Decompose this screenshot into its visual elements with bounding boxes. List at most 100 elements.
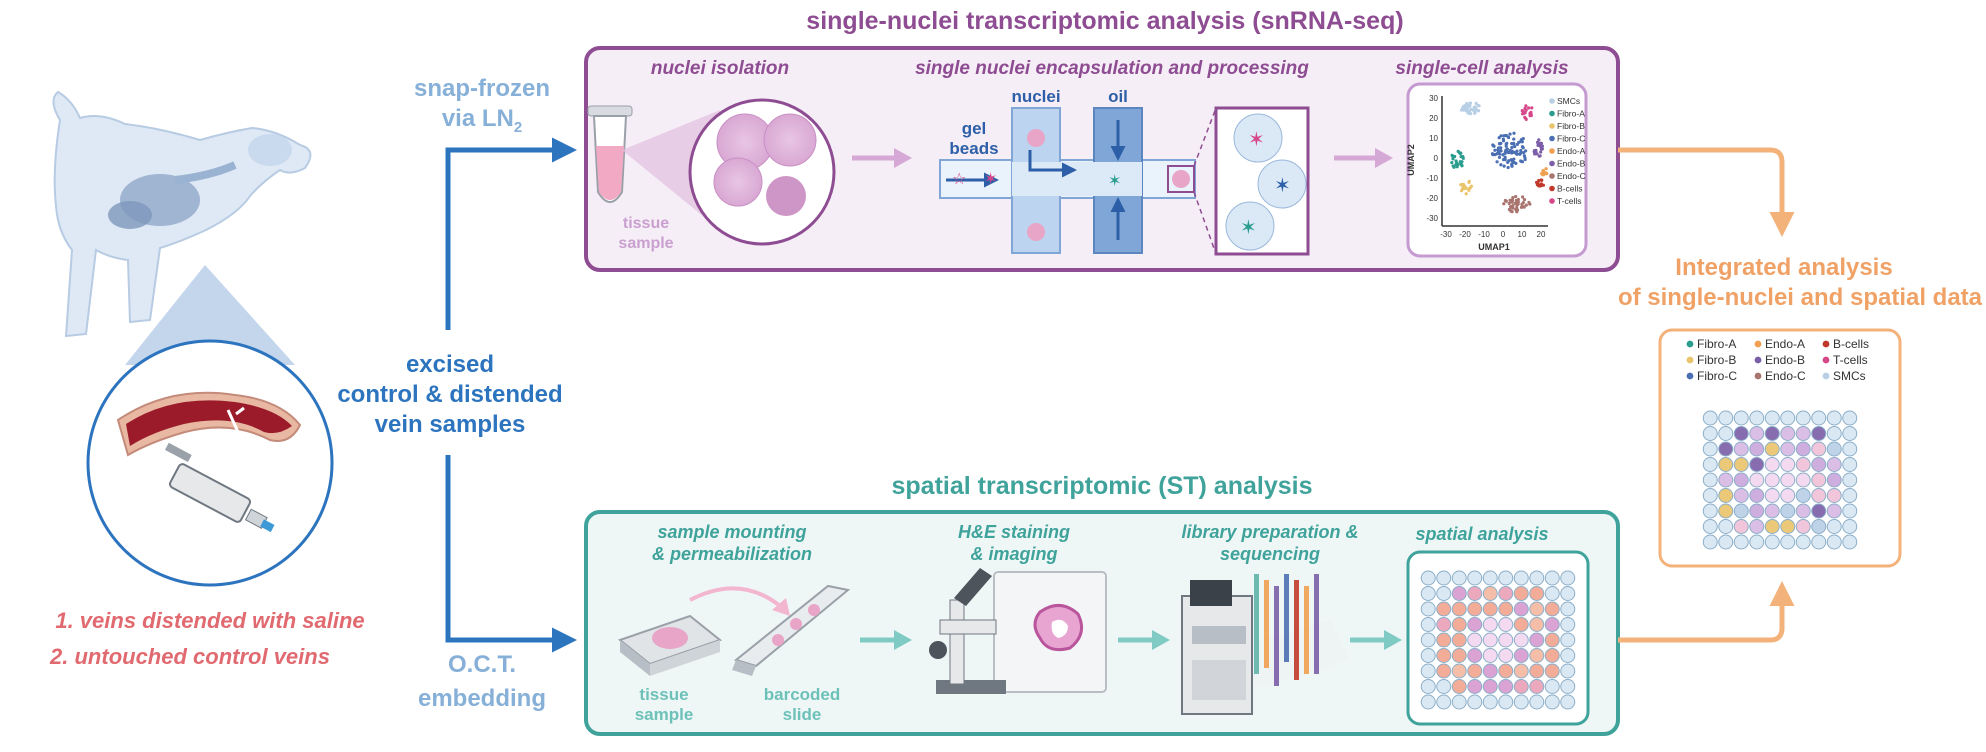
umap-point	[1450, 160, 1454, 165]
umap-legend-label: Fibro-A	[1557, 109, 1585, 119]
umap-point	[1521, 136, 1525, 141]
spatial-spot	[1795, 488, 1811, 503]
spatial-spot	[1451, 617, 1467, 632]
integrated-legend-label: SMCs	[1833, 369, 1866, 383]
spatial-spot	[1420, 586, 1436, 601]
tube-icon	[587, 105, 633, 203]
microscope-icon	[929, 568, 1107, 694]
st-step-he-1: H&E staining	[958, 522, 1070, 542]
umap-points	[1450, 101, 1549, 214]
snrna-step-encapsulation: single nuclei encapsulation and processi…	[915, 58, 1309, 79]
spatial-spot	[1733, 488, 1749, 503]
umap-point	[1520, 112, 1525, 116]
umap-point	[1540, 178, 1544, 182]
spatial-spot	[1513, 663, 1529, 679]
umap-y-tick: -30	[1426, 214, 1438, 223]
st-step-mounting-1: sample mounting	[657, 522, 806, 542]
umap-legend-dot	[1549, 173, 1555, 179]
umap-point	[1506, 165, 1510, 170]
spatial-spot	[1764, 457, 1780, 472]
spatial-spot	[1436, 570, 1452, 586]
slide-label-2: slide	[783, 705, 822, 724]
spatial-spot	[1811, 519, 1827, 534]
umap-point	[1515, 205, 1519, 209]
spatial-spot	[1702, 488, 1718, 503]
umap-point	[1464, 192, 1468, 196]
spatial-spot	[1498, 601, 1514, 617]
spatial-spot	[1842, 503, 1858, 519]
spatial-spot	[1702, 457, 1718, 472]
umap-point	[1493, 148, 1497, 152]
umap-point	[1510, 145, 1514, 150]
spatial-spot	[1436, 679, 1452, 694]
umap-point	[1507, 135, 1511, 140]
spatial-spot	[1451, 663, 1467, 679]
umap-x-tick: -30	[1440, 230, 1452, 239]
umap-point	[1476, 103, 1480, 108]
spatial-spot	[1467, 694, 1483, 710]
integrated-legend-label: T-cells	[1833, 353, 1868, 367]
umap-point	[1501, 153, 1505, 157]
umap-x-tick: -10	[1478, 230, 1490, 239]
excised-label-1: excised	[406, 351, 494, 378]
integrated-legend-dot	[1754, 356, 1762, 364]
umap-point	[1473, 110, 1477, 114]
umap-x-tick: -20	[1459, 230, 1471, 239]
spatial-spot	[1718, 457, 1734, 472]
spatial-spot	[1780, 426, 1796, 441]
spatial-spot	[1436, 617, 1452, 632]
umap-point	[1511, 195, 1515, 200]
spatial-spot	[1842, 472, 1858, 488]
spatial-spot	[1811, 503, 1827, 519]
umap-x-tick: 20	[1537, 230, 1546, 239]
sequencing-read	[1254, 574, 1259, 674]
umap-point	[1510, 198, 1515, 202]
spatial-spot	[1811, 457, 1827, 472]
spatial-spot	[1529, 648, 1545, 663]
umap-point	[1496, 148, 1500, 152]
spatial-spot	[1420, 648, 1436, 663]
umap-point	[1476, 109, 1481, 113]
spatial-spot	[1560, 648, 1576, 663]
umap-y-tick: -10	[1426, 174, 1438, 183]
umap-point	[1523, 111, 1527, 115]
umap-point	[1512, 157, 1516, 161]
spatial-spot	[1733, 457, 1749, 472]
umap-point	[1501, 139, 1506, 143]
umap-point	[1512, 131, 1516, 135]
umap-point	[1514, 161, 1518, 165]
spatial-spot	[1780, 488, 1796, 503]
st-step-he-2: & imaging	[970, 544, 1057, 564]
spatial-spot	[1795, 457, 1811, 472]
branch-connectors	[445, 137, 577, 653]
umap-point	[1538, 141, 1542, 145]
umap-point	[1508, 198, 1512, 202]
spatial-spot	[1467, 679, 1483, 694]
spatial-spot	[1498, 679, 1514, 694]
sequencing-read	[1314, 574, 1319, 674]
umap-point	[1537, 138, 1541, 142]
umap-point	[1538, 154, 1542, 158]
spatial-spot	[1795, 426, 1811, 441]
spatial-spot	[1826, 534, 1842, 550]
umap-point	[1527, 200, 1531, 205]
spatial-spot	[1718, 410, 1734, 426]
umap-point	[1524, 203, 1528, 207]
spatial-spot	[1702, 534, 1718, 550]
excised-label-2: control & distended	[337, 381, 562, 408]
spatial-spot	[1733, 426, 1749, 441]
umap-point	[1495, 160, 1499, 164]
spatial-spot	[1560, 694, 1576, 710]
spatial-spot	[1529, 632, 1545, 648]
umap-point	[1458, 151, 1462, 156]
spatial-spot	[1544, 586, 1560, 601]
sequencing-read	[1284, 574, 1289, 662]
spatial-spot	[1733, 534, 1749, 550]
umap-point	[1468, 101, 1472, 105]
sequencer-icon	[1181, 574, 1350, 715]
umap-legend-dot	[1549, 198, 1555, 204]
umap-point	[1538, 144, 1542, 148]
spatial-spot	[1420, 601, 1436, 617]
umap-point	[1524, 104, 1528, 108]
umap-point	[1462, 107, 1466, 111]
